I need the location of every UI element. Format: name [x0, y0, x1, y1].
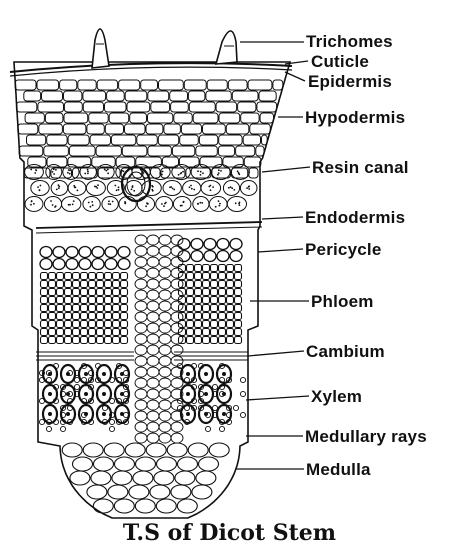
diagram-caption: T.S of Dicot Stem: [0, 520, 459, 546]
label-phloem: Phloem: [311, 292, 374, 312]
label-cambium: Cambium: [306, 342, 385, 362]
label-resin-canal: Resin canal: [312, 158, 409, 178]
label-medullary-rays: Medullary rays: [305, 427, 427, 447]
label-endodermis: Endodermis: [305, 208, 405, 228]
label-trichomes: Trichomes: [306, 32, 393, 52]
label-pericycle: Pericycle: [305, 240, 381, 260]
label-hypodermis: Hypodermis: [305, 108, 405, 128]
label-xylem: Xylem: [311, 387, 362, 407]
label-medulla: Medulla: [306, 460, 371, 480]
label-epidermis: Epidermis: [308, 72, 392, 92]
label-cuticle: Cuticle: [311, 52, 369, 72]
